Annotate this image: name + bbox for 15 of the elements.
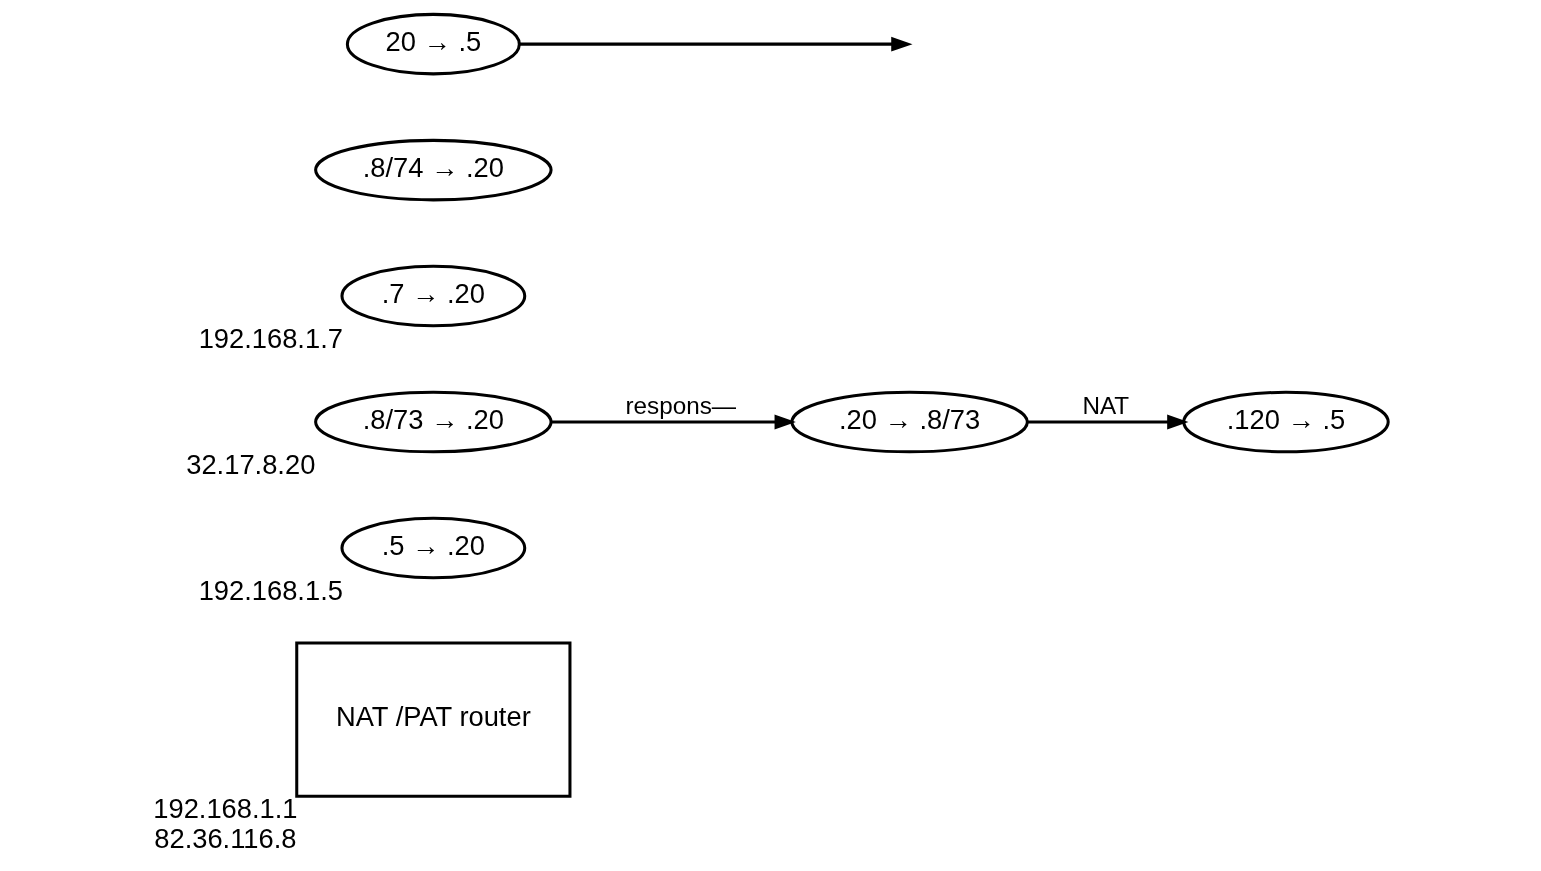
node-label: 82.36.116.8 [153,823,297,855]
edge-label: respons— [624,392,736,420]
arrow [1027,414,1188,430]
node-ellipse: .8/73 → .20 [313,390,553,454]
arrow [518,36,913,52]
node-label: 32.17.8.20 [185,448,315,480]
node-ellipse: .8/74 → .20 [313,138,553,202]
node-ellipse: .5 → .20 [339,516,526,580]
node-ellipse: .20 → .8/73 [789,390,1029,454]
edge-label: NAT [1081,392,1129,420]
node-ellipse: .7 → .20 [339,264,526,328]
node-box: NAT /PAT router [294,641,571,798]
node-ellipse: .120 → .5 [1181,390,1390,454]
node-ellipse: 20 → .5 [345,12,521,76]
arrow [551,414,796,430]
